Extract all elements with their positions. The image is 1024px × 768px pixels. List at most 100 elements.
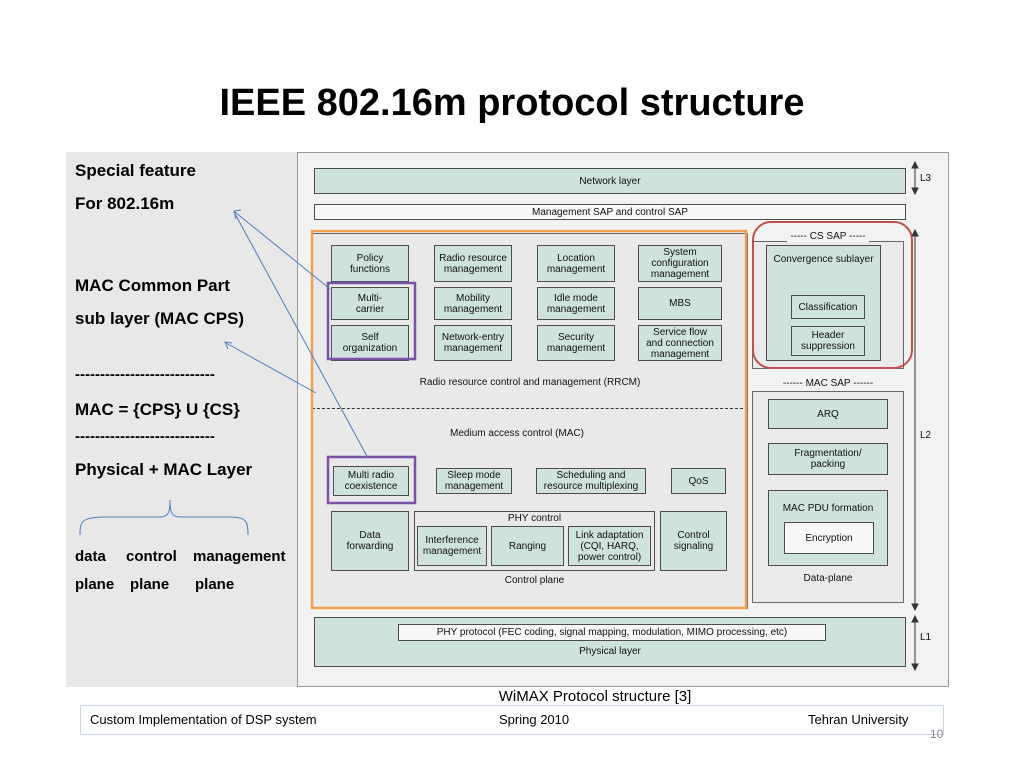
mac-label: Medium access control (MAC) xyxy=(450,428,584,439)
notes-panel xyxy=(66,152,299,687)
mac-pdu-label: MAC PDU formation xyxy=(782,503,874,514)
cp-text: signaling xyxy=(673,541,714,552)
rrcm-mac-divider xyxy=(312,408,748,409)
encryption-label: Encryption xyxy=(805,532,853,544)
rrcm-text: Mobility xyxy=(456,292,490,304)
phy-control-label: PHY control xyxy=(507,513,562,524)
mac-box-qos: QoS xyxy=(671,468,726,494)
box-link-adaptation: Link adaptation(CQI, HARQ,power control) xyxy=(568,526,651,566)
note-separator-1: ---------------------------- xyxy=(75,366,215,383)
mac-sap-text: MAC SAP xyxy=(805,378,851,389)
brace-icon xyxy=(79,499,249,536)
rrcm-text: carrier xyxy=(355,303,385,315)
rrcm-text: management xyxy=(546,263,606,275)
cp-text: (CQI, HARQ, xyxy=(580,540,639,552)
convergence-label: Convergence sublayer xyxy=(773,254,874,265)
mac-text: QoS xyxy=(688,475,709,487)
footer-bar xyxy=(80,705,944,735)
network-layer-box: Network layer xyxy=(314,168,906,194)
mac-text: Scheduling and xyxy=(556,470,626,481)
rrcm-text: Location xyxy=(557,252,595,264)
rrcm-text: management xyxy=(546,303,606,315)
physical-layer-label: Physical layer xyxy=(579,646,641,657)
cp-text: forwarding xyxy=(346,541,394,552)
cs-sap-text: CS SAP xyxy=(809,231,847,242)
arrow-line xyxy=(225,342,317,394)
mac-text: coexistence xyxy=(344,481,398,492)
rrcm-text: management xyxy=(650,269,710,280)
layer-brackets xyxy=(911,160,919,672)
rrcm-box-mbs: MBS xyxy=(638,287,722,320)
mac-text: Sleep mode xyxy=(447,470,501,481)
rrcm-box-multi-carrier: Multi-carrier xyxy=(331,287,409,320)
data-plane-label: Data-plane xyxy=(803,573,853,584)
footer-university: Tehran University xyxy=(808,712,909,727)
label-l3: L3 xyxy=(920,173,932,184)
mac-text: management xyxy=(444,481,504,492)
figure-caption: WiMAX Protocol structure [3] xyxy=(498,688,692,705)
cp-text: Ranging xyxy=(508,540,547,552)
fragmentation-box: Fragmentation/packing xyxy=(768,443,888,475)
cs-sap-label: ----- CS SAP ----- xyxy=(752,231,904,242)
rrcm-text: Self xyxy=(361,332,379,343)
cp-text: Link adaptation xyxy=(575,529,644,541)
arrow-group xyxy=(224,209,369,459)
rrcm-text: Service flow xyxy=(653,326,707,338)
purple-highlight-upper xyxy=(326,281,417,361)
rrcm-text: and connection xyxy=(646,337,714,349)
cp-text: power control) xyxy=(577,551,642,563)
classification-label: Classification xyxy=(798,301,858,313)
rrcm-text: management xyxy=(546,343,606,354)
plane-label-plane-3: plane xyxy=(195,576,235,593)
slide-title: IEEE 802.16m protocol structure xyxy=(219,82,805,124)
classification-box: Classification xyxy=(791,295,865,319)
arrow-line xyxy=(234,211,331,290)
rrcm-text: Security xyxy=(557,332,595,343)
purple-highlight-lower xyxy=(326,455,417,505)
hs-text: Header xyxy=(811,330,845,341)
rrcm-text: Radio resource xyxy=(439,252,507,264)
footer-course: Custom Implementation of DSP system xyxy=(90,712,317,727)
rrcm-text: management xyxy=(443,303,503,315)
arrow-head xyxy=(233,209,242,220)
arq-box: ARQ xyxy=(768,399,888,429)
rrcm-text: Network-entry xyxy=(441,332,505,343)
slide-number: 10 xyxy=(930,727,944,741)
cp-text: Control xyxy=(677,530,710,541)
cp-text: Data xyxy=(359,530,381,541)
rrcm-text: management xyxy=(443,263,503,275)
rrcm-text: Multi- xyxy=(357,292,383,304)
control-plane-label: Control plane xyxy=(504,575,565,586)
rrcm-text: System xyxy=(663,247,697,258)
phy-protocol-box: PHY protocol (FEC coding, signal mapping… xyxy=(398,624,826,641)
plane-label-management: management xyxy=(193,548,286,565)
note-physical-mac: Physical + MAC Layer xyxy=(75,460,253,479)
rrcm-text: functions xyxy=(349,263,391,275)
orange-highlight xyxy=(310,229,748,610)
hs-text: suppression xyxy=(801,341,855,352)
label-l2: L2 xyxy=(920,430,932,441)
note-sub-layer: sub layer (MAC CPS) xyxy=(75,309,245,328)
rrcm-text: management xyxy=(443,343,503,354)
rrcm-text: Policy xyxy=(356,252,384,264)
cp-text: Interference xyxy=(425,535,479,546)
cp-text: management xyxy=(422,546,482,557)
plane-label-control: control xyxy=(126,548,177,565)
arrow-head xyxy=(224,341,233,350)
plane-label-data: data xyxy=(75,548,106,565)
note-special-feature: Special feature xyxy=(75,161,196,180)
mac-text: resource multiplexing xyxy=(543,481,639,492)
